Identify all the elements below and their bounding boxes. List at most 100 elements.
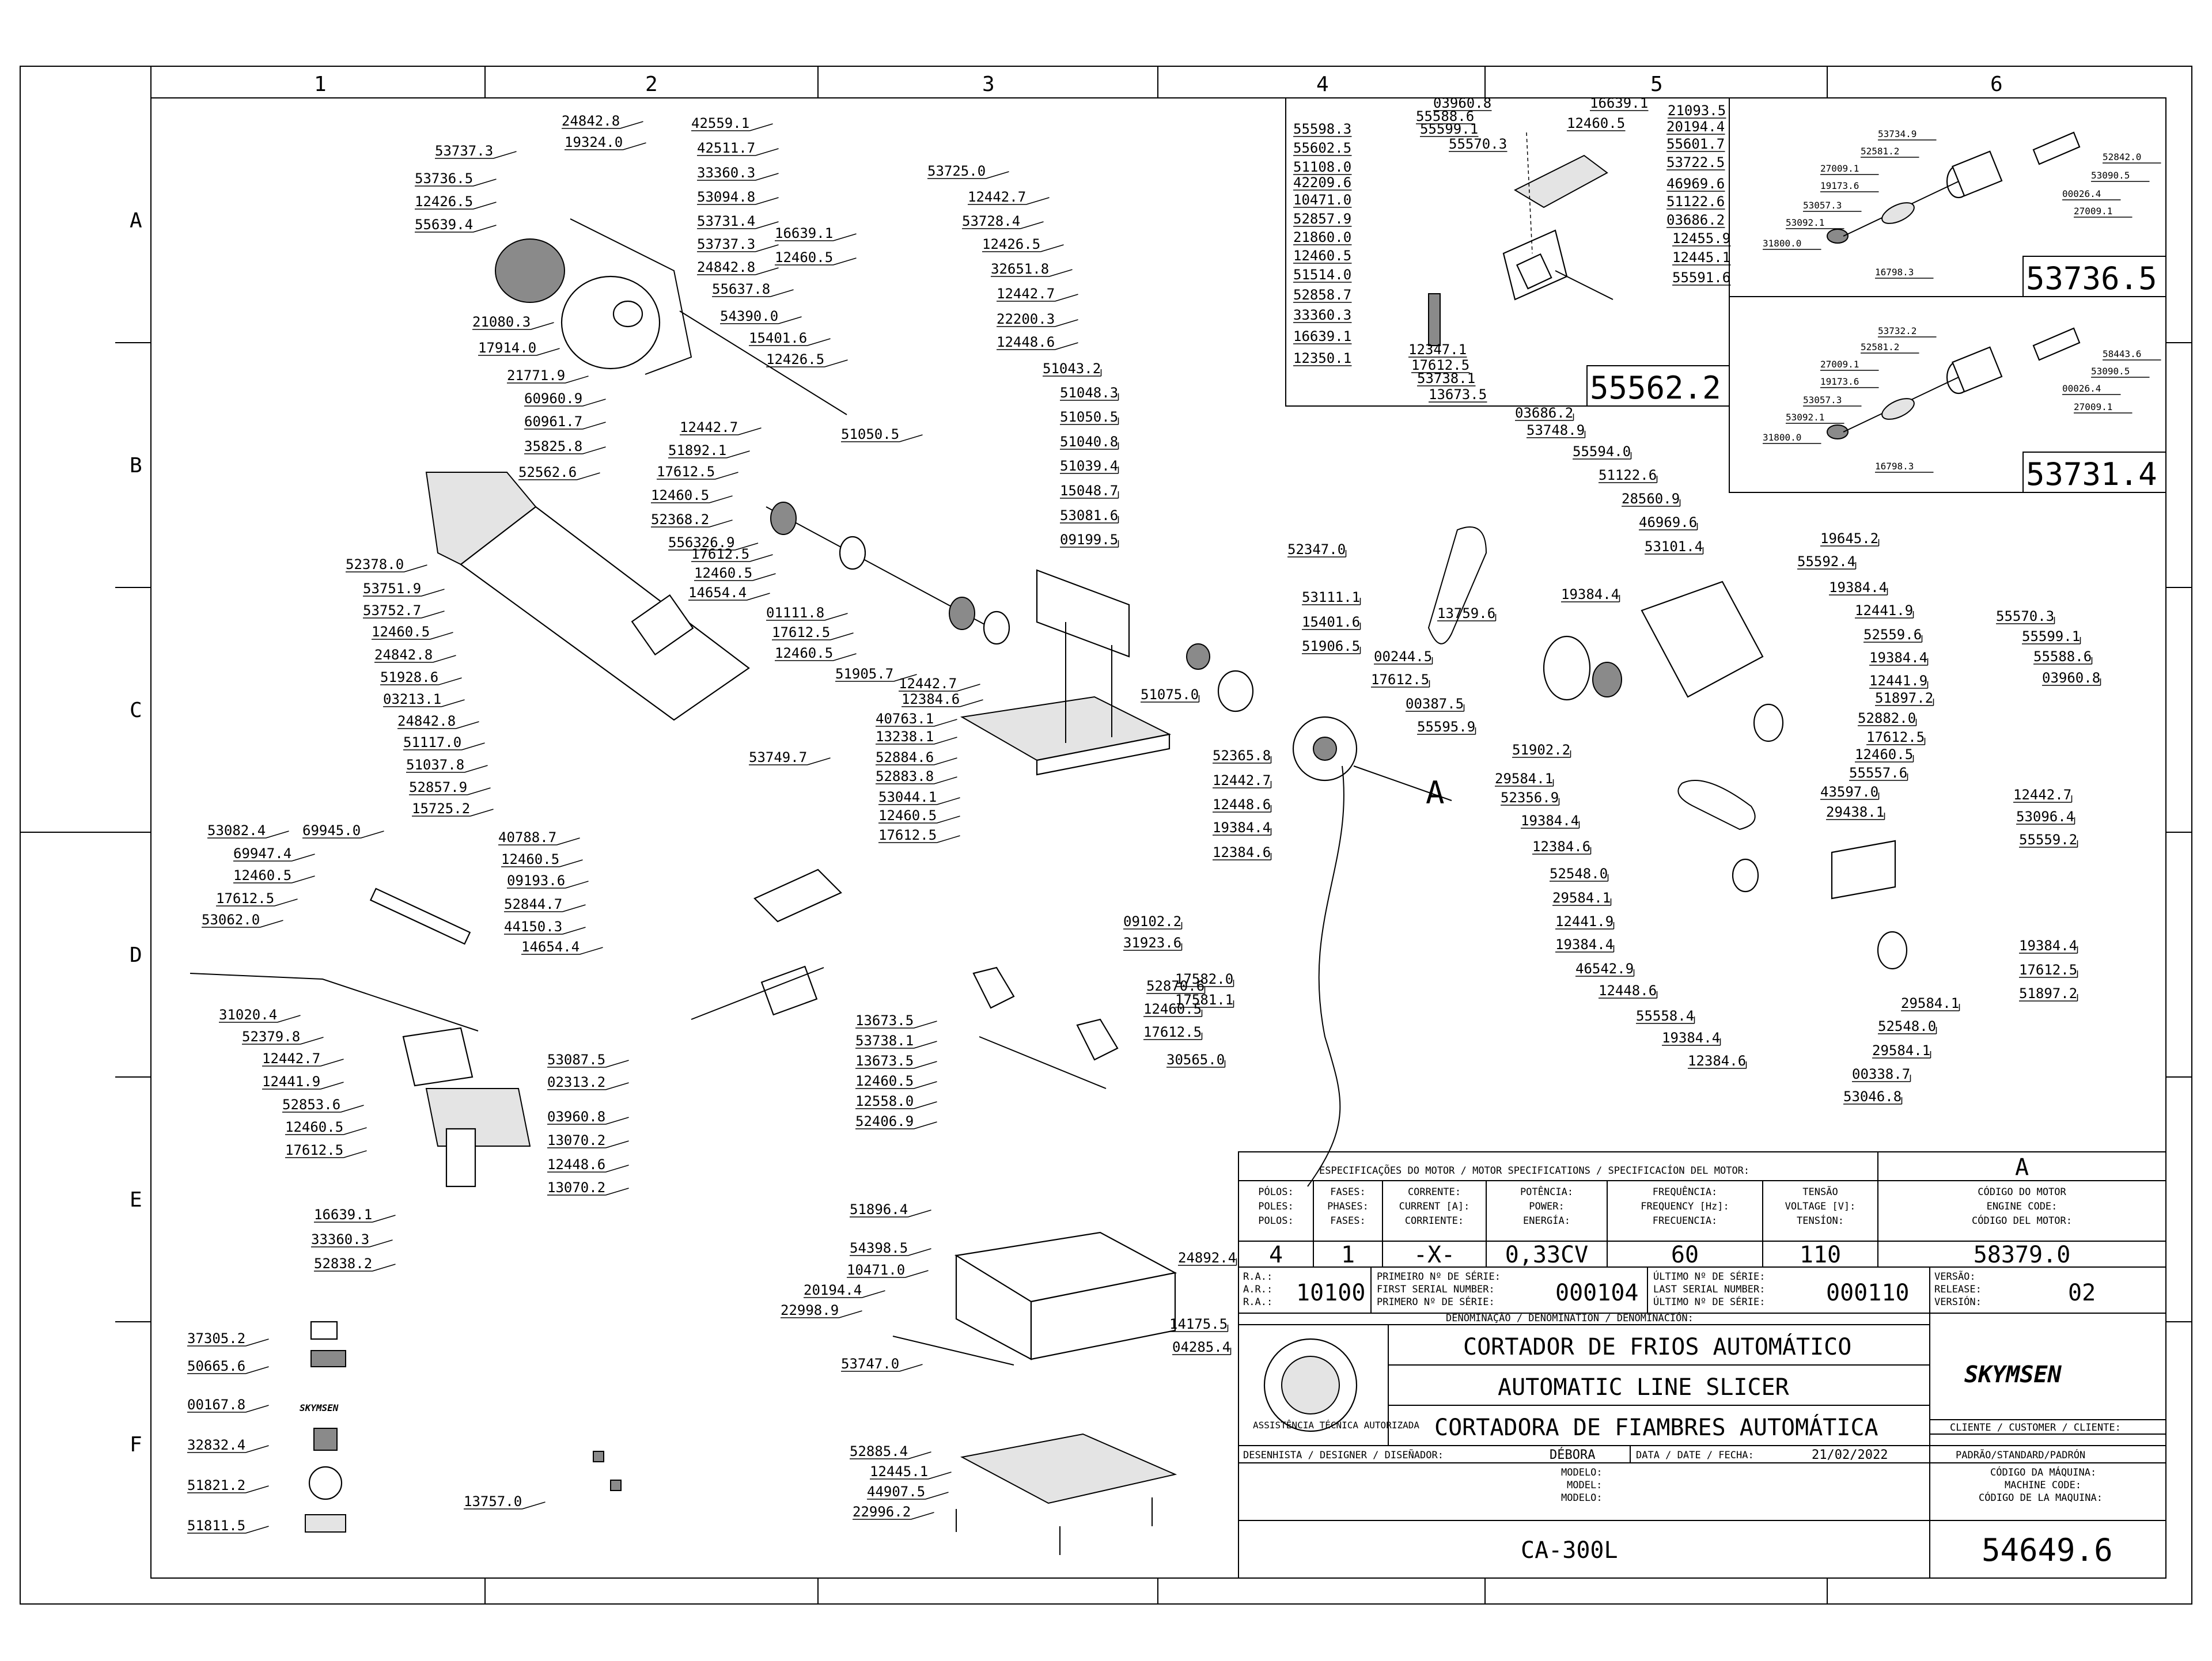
leader-line bbox=[755, 148, 779, 156]
part-label: 54398.5 bbox=[850, 1240, 908, 1256]
part-label: 53090.5 bbox=[2091, 170, 2130, 181]
leader-line bbox=[911, 1512, 934, 1520]
leader-line bbox=[582, 399, 606, 407]
part-label: 12442.7 bbox=[899, 676, 957, 692]
part-label: 52838.2 bbox=[314, 1256, 372, 1272]
part-label: 29584.1 bbox=[1552, 890, 1611, 906]
motor-spec-header: CORRIENTE: bbox=[1405, 1215, 1464, 1227]
part-label: 60961.7 bbox=[524, 414, 582, 430]
grid-col-5: 5 bbox=[1650, 73, 1663, 96]
part-label: 51037.8 bbox=[406, 757, 464, 773]
motor-tower bbox=[960, 569, 1172, 776]
part-label: 55601.7 bbox=[1666, 136, 1725, 152]
leader-line bbox=[562, 904, 586, 912]
part-label: 17612.5 bbox=[1411, 357, 1469, 373]
part-label: 12460.5 bbox=[1293, 248, 1351, 264]
leader-line bbox=[467, 787, 491, 795]
leader-line bbox=[582, 446, 606, 454]
part-label: 17581.1 bbox=[1175, 992, 1233, 1008]
leader-line bbox=[266, 830, 289, 839]
grid-row-B: B bbox=[130, 454, 142, 477]
inset-main-code-box bbox=[1586, 365, 1730, 407]
leader-line bbox=[623, 142, 646, 150]
leader-line bbox=[738, 427, 762, 435]
part-label: 29584.1 bbox=[1495, 771, 1553, 787]
leader-line bbox=[747, 593, 770, 601]
part-label: 21080.3 bbox=[472, 314, 531, 330]
part-label: 37305.2 bbox=[187, 1330, 245, 1347]
motor-spec-value: 1 bbox=[1341, 1242, 1355, 1268]
inset-main-labels: 03960.855588.655599.155570.316639.112460… bbox=[1293, 95, 1731, 403]
part-label: 53731.4 bbox=[697, 213, 755, 229]
part-label: 12460.5 bbox=[651, 487, 709, 503]
last-serial-label-3: ÚLTIMO Nº DE SÉRIE: bbox=[1653, 1295, 1765, 1308]
name-en: AUTOMATIC LINE SLICER bbox=[1498, 1374, 1790, 1401]
part-label: 52378.0 bbox=[346, 556, 404, 572]
motor-spec-header: TENSÍON: bbox=[1797, 1214, 1844, 1227]
leader-line bbox=[369, 1239, 393, 1247]
shaft-assembly bbox=[766, 502, 1010, 645]
part-label: 19324.0 bbox=[565, 134, 623, 150]
motor-spec-header: POLOS: bbox=[1258, 1215, 1293, 1227]
part-label: 51821.2 bbox=[187, 1477, 245, 1493]
part-label: 53738.1 bbox=[1417, 370, 1475, 386]
part-label: 09102.2 bbox=[1123, 913, 1181, 930]
part-label: 15048.7 bbox=[1060, 483, 1118, 499]
part-label: 55588.6 bbox=[1416, 108, 1474, 124]
inner-border bbox=[150, 97, 2166, 1579]
decal-brand: SKYMSEN bbox=[300, 1402, 339, 1413]
brand-logo: SKYMSEN bbox=[1964, 1362, 2062, 1388]
part-label: 31020.4 bbox=[219, 1007, 277, 1023]
date: 21/02/2022 bbox=[1812, 1448, 1888, 1462]
part-label: 53062.0 bbox=[202, 912, 260, 928]
part-label: 16639.1 bbox=[314, 1207, 372, 1223]
leader-line bbox=[709, 495, 733, 503]
blade-guard-assembly bbox=[495, 218, 847, 415]
grid-row-C: C bbox=[130, 699, 142, 722]
part-label: 51108.0 bbox=[1293, 159, 1351, 175]
part-label: 21093.5 bbox=[1668, 103, 1726, 119]
part-label: 16639.1 bbox=[1590, 95, 1648, 111]
part-label: 03686.2 bbox=[1515, 405, 1573, 421]
part-label: 12350.1 bbox=[1293, 350, 1351, 366]
part-label: 55570.3 bbox=[1449, 136, 1507, 152]
leader-line bbox=[833, 233, 857, 241]
leader-line bbox=[986, 171, 1009, 179]
part-label: 13070.2 bbox=[547, 1132, 605, 1148]
motor-spec-value: 0,33CV bbox=[1505, 1242, 1589, 1268]
part-label: 12460.5 bbox=[775, 249, 833, 266]
motor-spec-header: FASES: bbox=[1330, 1186, 1365, 1198]
leader-line bbox=[605, 1140, 629, 1148]
part-label: 53747.0 bbox=[841, 1356, 899, 1372]
release: 02 bbox=[2068, 1280, 2096, 1306]
leader-line bbox=[770, 289, 794, 297]
motor-spec-header: FREQUENCY [Hz]: bbox=[1641, 1201, 1729, 1212]
part-label: 44907.5 bbox=[867, 1484, 925, 1500]
part-label: 52858.7 bbox=[1293, 287, 1351, 303]
part-label: 52857.9 bbox=[409, 779, 467, 795]
part-label: 17612.5 bbox=[878, 827, 937, 843]
leader-line bbox=[824, 613, 848, 621]
part-label: 53082.4 bbox=[207, 822, 266, 839]
part-label: 10471.0 bbox=[847, 1262, 905, 1278]
part-label: 52844.7 bbox=[504, 896, 562, 912]
callout-a-letter: A bbox=[1426, 775, 1445, 811]
carriage-body bbox=[425, 472, 750, 721]
leader-line bbox=[905, 1270, 929, 1278]
leader-line bbox=[565, 376, 589, 384]
leader-line bbox=[755, 244, 779, 252]
name-pt: CORTADOR DE FRIOS AUTOMÁTICO bbox=[1463, 1333, 1851, 1360]
inset-main-part bbox=[1428, 132, 1613, 346]
first-serial-label-2: FIRST SERIAL NUMBER: bbox=[1377, 1284, 1495, 1295]
grid-col-6: 6 bbox=[1990, 73, 2003, 96]
part-label: 46969.6 bbox=[1639, 514, 1697, 530]
part-label: 51048.3 bbox=[1060, 385, 1118, 401]
part-label: 19384.4 bbox=[1213, 820, 1271, 836]
part-label: 52581.2 bbox=[1861, 146, 1899, 157]
part-label: 17612.5 bbox=[657, 464, 715, 480]
leader-line bbox=[421, 610, 445, 619]
leader-line bbox=[260, 920, 283, 928]
leader-line bbox=[493, 151, 517, 159]
leader-line bbox=[404, 564, 427, 572]
